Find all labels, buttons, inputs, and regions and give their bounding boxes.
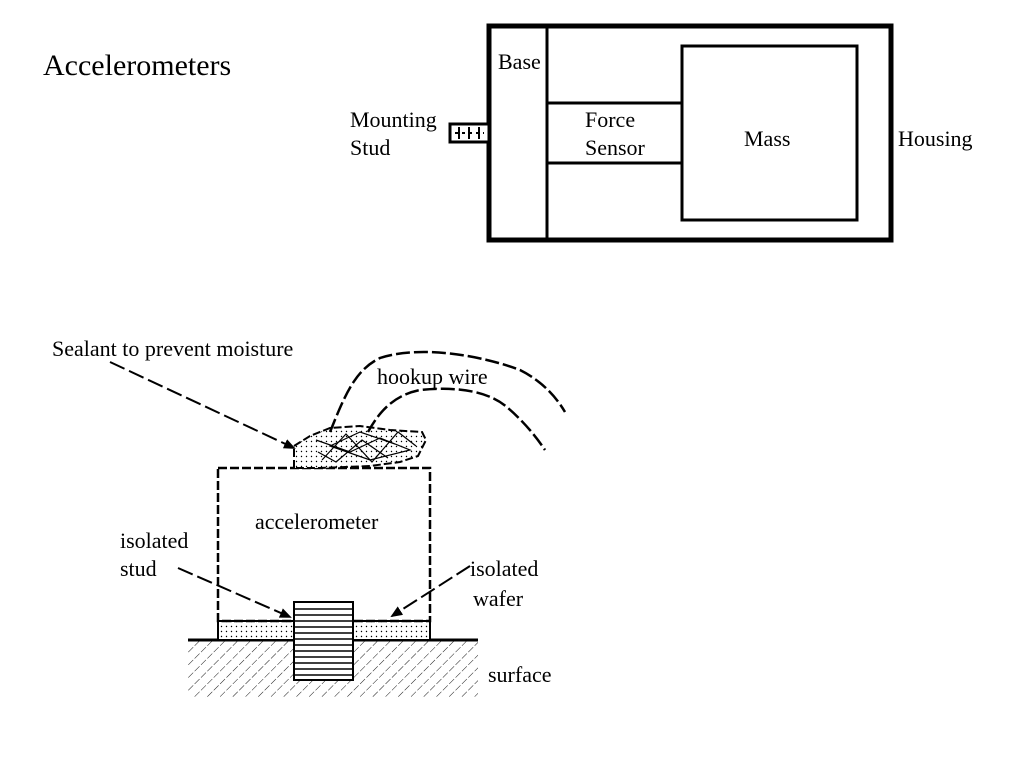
sealant-label: Sealant to prevent moisture (52, 336, 294, 361)
mounting-stud (448, 122, 491, 144)
hookup-wire-outer (328, 350, 567, 433)
slide-title: Accelerometers (43, 49, 232, 82)
mounting-stud-label-line2: Stud (350, 135, 391, 160)
isolated-stud-leader-arrow (177, 567, 292, 618)
accelerometer-label: accelerometer (255, 509, 379, 534)
base-label: Base (498, 49, 541, 74)
top-accelerometer-diagram (448, 23, 894, 243)
force-sensor-label-line1: Force (585, 107, 636, 132)
isolated-wafer-label-line2: wafer (473, 586, 524, 611)
isolated-stud-label-line1: isolated (120, 528, 189, 553)
mounting-stud-label-line1: Mounting (350, 107, 437, 132)
mass-label: Mass (744, 126, 791, 151)
isolated-wafer-left (217, 620, 295, 641)
hookup-wire-inner (366, 387, 547, 451)
force-sensor-label-line2: Sensor (585, 135, 645, 160)
hookup-wire-label: hookup wire (377, 364, 488, 389)
isolated-wafer-leader-arrow (390, 565, 471, 618)
isolated-wafer-right (352, 620, 431, 641)
surface-label: surface (488, 662, 552, 687)
sealant-leader-arrow (109, 361, 296, 449)
isolated-wafer-label-line1: isolated (470, 556, 539, 581)
mass-box (680, 44, 859, 222)
housing-label: Housing (898, 126, 973, 151)
sealant-tangle (315, 431, 417, 463)
bottom-mounting-diagram (109, 350, 567, 698)
accelerometer-body (216, 466, 432, 623)
isolated-stud-label-line2: stud (120, 556, 157, 581)
isolated-stud (293, 601, 354, 681)
